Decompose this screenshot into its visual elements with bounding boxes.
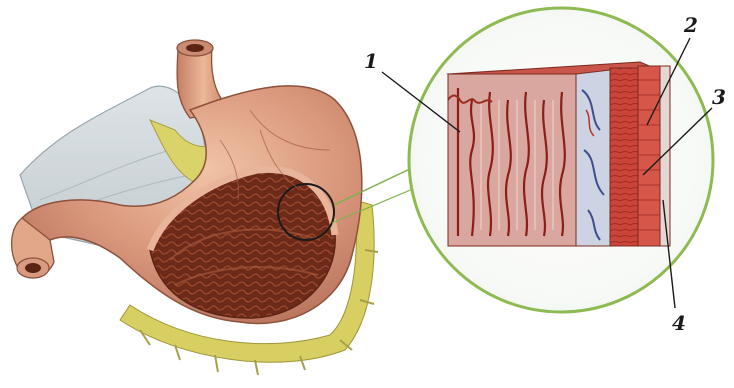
muscularis-layer-inner-band: [638, 66, 660, 246]
callout-label-4: 4: [672, 311, 686, 335]
callout-label-1: 1: [364, 49, 378, 73]
muscularis-layer-outer-band: [610, 68, 638, 246]
callout-label-3: 3: [712, 85, 726, 109]
mucosa-layer: [448, 74, 576, 246]
magnified-view: 1 2 3 4: [364, 8, 726, 335]
callout-label-2: 2: [683, 13, 698, 37]
stomach-illustration: [12, 40, 378, 375]
